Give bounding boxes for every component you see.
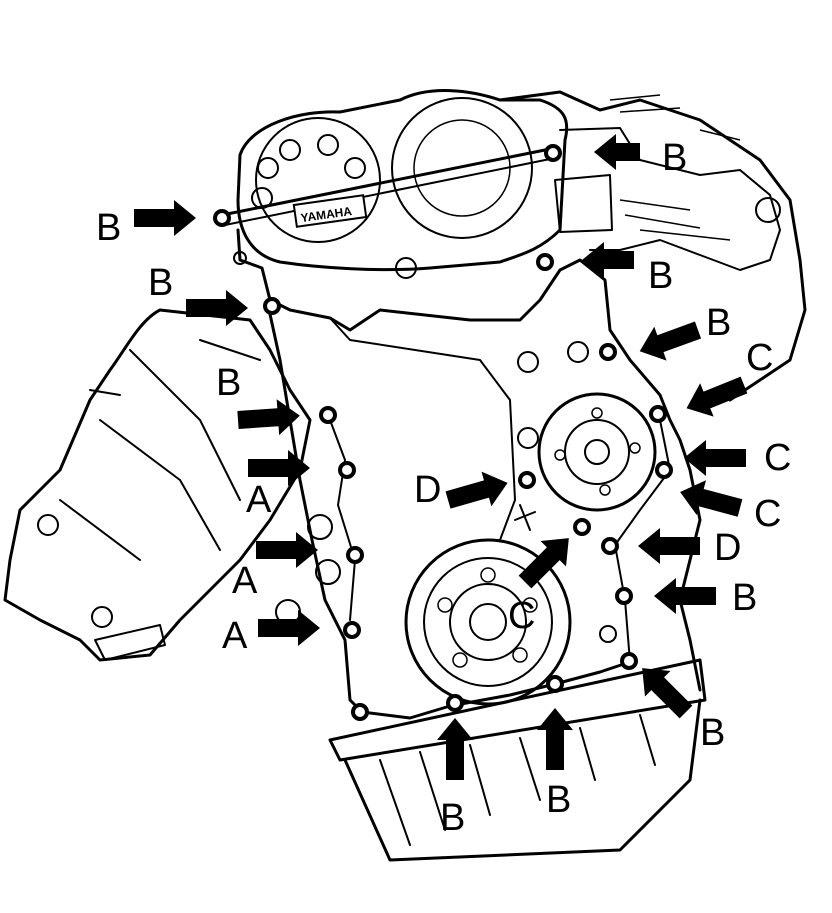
arrow-5 (237, 399, 300, 436)
callout-arrows (134, 134, 748, 780)
arrow-10 (680, 480, 743, 517)
callout-label: B (732, 577, 757, 619)
bolt-heads (213, 144, 673, 721)
callout-label: A (246, 479, 272, 521)
arrow-4 (639, 321, 702, 361)
arrow-7 (684, 440, 746, 476)
callout-label: B (700, 712, 725, 754)
arrow-11 (518, 538, 569, 589)
callout-label: C (508, 595, 535, 637)
callout-label: D (414, 469, 441, 511)
engine-outline: YAMAHA (3, 89, 807, 862)
arrow-15 (258, 610, 320, 646)
arrow-1 (134, 200, 196, 236)
arrow-2 (582, 242, 634, 278)
callout-label: C (764, 437, 791, 479)
callout-label: B (216, 362, 241, 404)
arrow-9 (445, 471, 508, 509)
callout-label: A (232, 560, 258, 602)
callout-label: B (662, 137, 687, 179)
arrow-17 (437, 718, 473, 780)
callout-label: D (714, 527, 741, 569)
arrow-3 (186, 290, 248, 326)
callout-label: C (754, 493, 781, 535)
arrow-16 (642, 668, 693, 719)
arrow-12 (638, 528, 700, 564)
arrow-18 (537, 708, 573, 770)
callout-label: B (96, 207, 121, 249)
arrow-0 (594, 134, 640, 170)
callout-label: B (148, 262, 173, 304)
callout-label: B (440, 797, 465, 839)
arrow-13 (256, 532, 318, 568)
arrow-14 (654, 578, 716, 614)
arrow-6 (686, 376, 748, 417)
callout-labels: B B B B B B C C C D D C B A A A B B B (96, 137, 791, 839)
callout-label: A (222, 615, 248, 657)
callout-label: B (546, 779, 571, 821)
callout-label: C (746, 337, 773, 379)
callout-label: B (706, 302, 731, 344)
callout-label: B (648, 255, 673, 297)
arrow-8 (248, 450, 310, 486)
